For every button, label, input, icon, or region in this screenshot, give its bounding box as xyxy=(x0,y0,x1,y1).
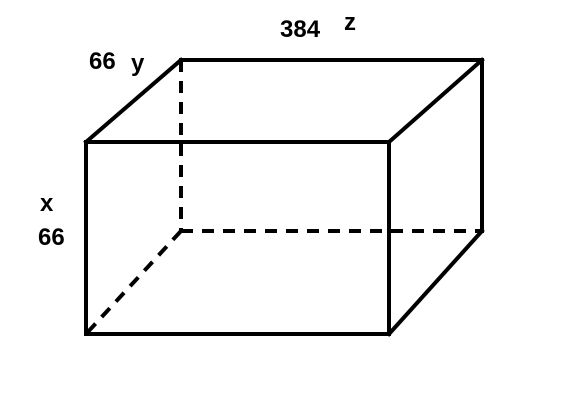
edge-bottom-right-depth xyxy=(386,228,485,337)
y-axis-label: y xyxy=(131,50,145,77)
front-face xyxy=(84,140,391,336)
hidden-edge-bottom-depth xyxy=(84,229,183,336)
y-value-label: 66 xyxy=(89,48,116,75)
x-value-label: 66 xyxy=(38,224,65,251)
x-axis-label: x xyxy=(40,190,54,217)
edge-top-left-depth xyxy=(83,57,184,145)
z-axis-label: z xyxy=(344,9,356,36)
z-value-label: 384 xyxy=(280,16,321,43)
edge-top-right-depth xyxy=(386,57,485,145)
